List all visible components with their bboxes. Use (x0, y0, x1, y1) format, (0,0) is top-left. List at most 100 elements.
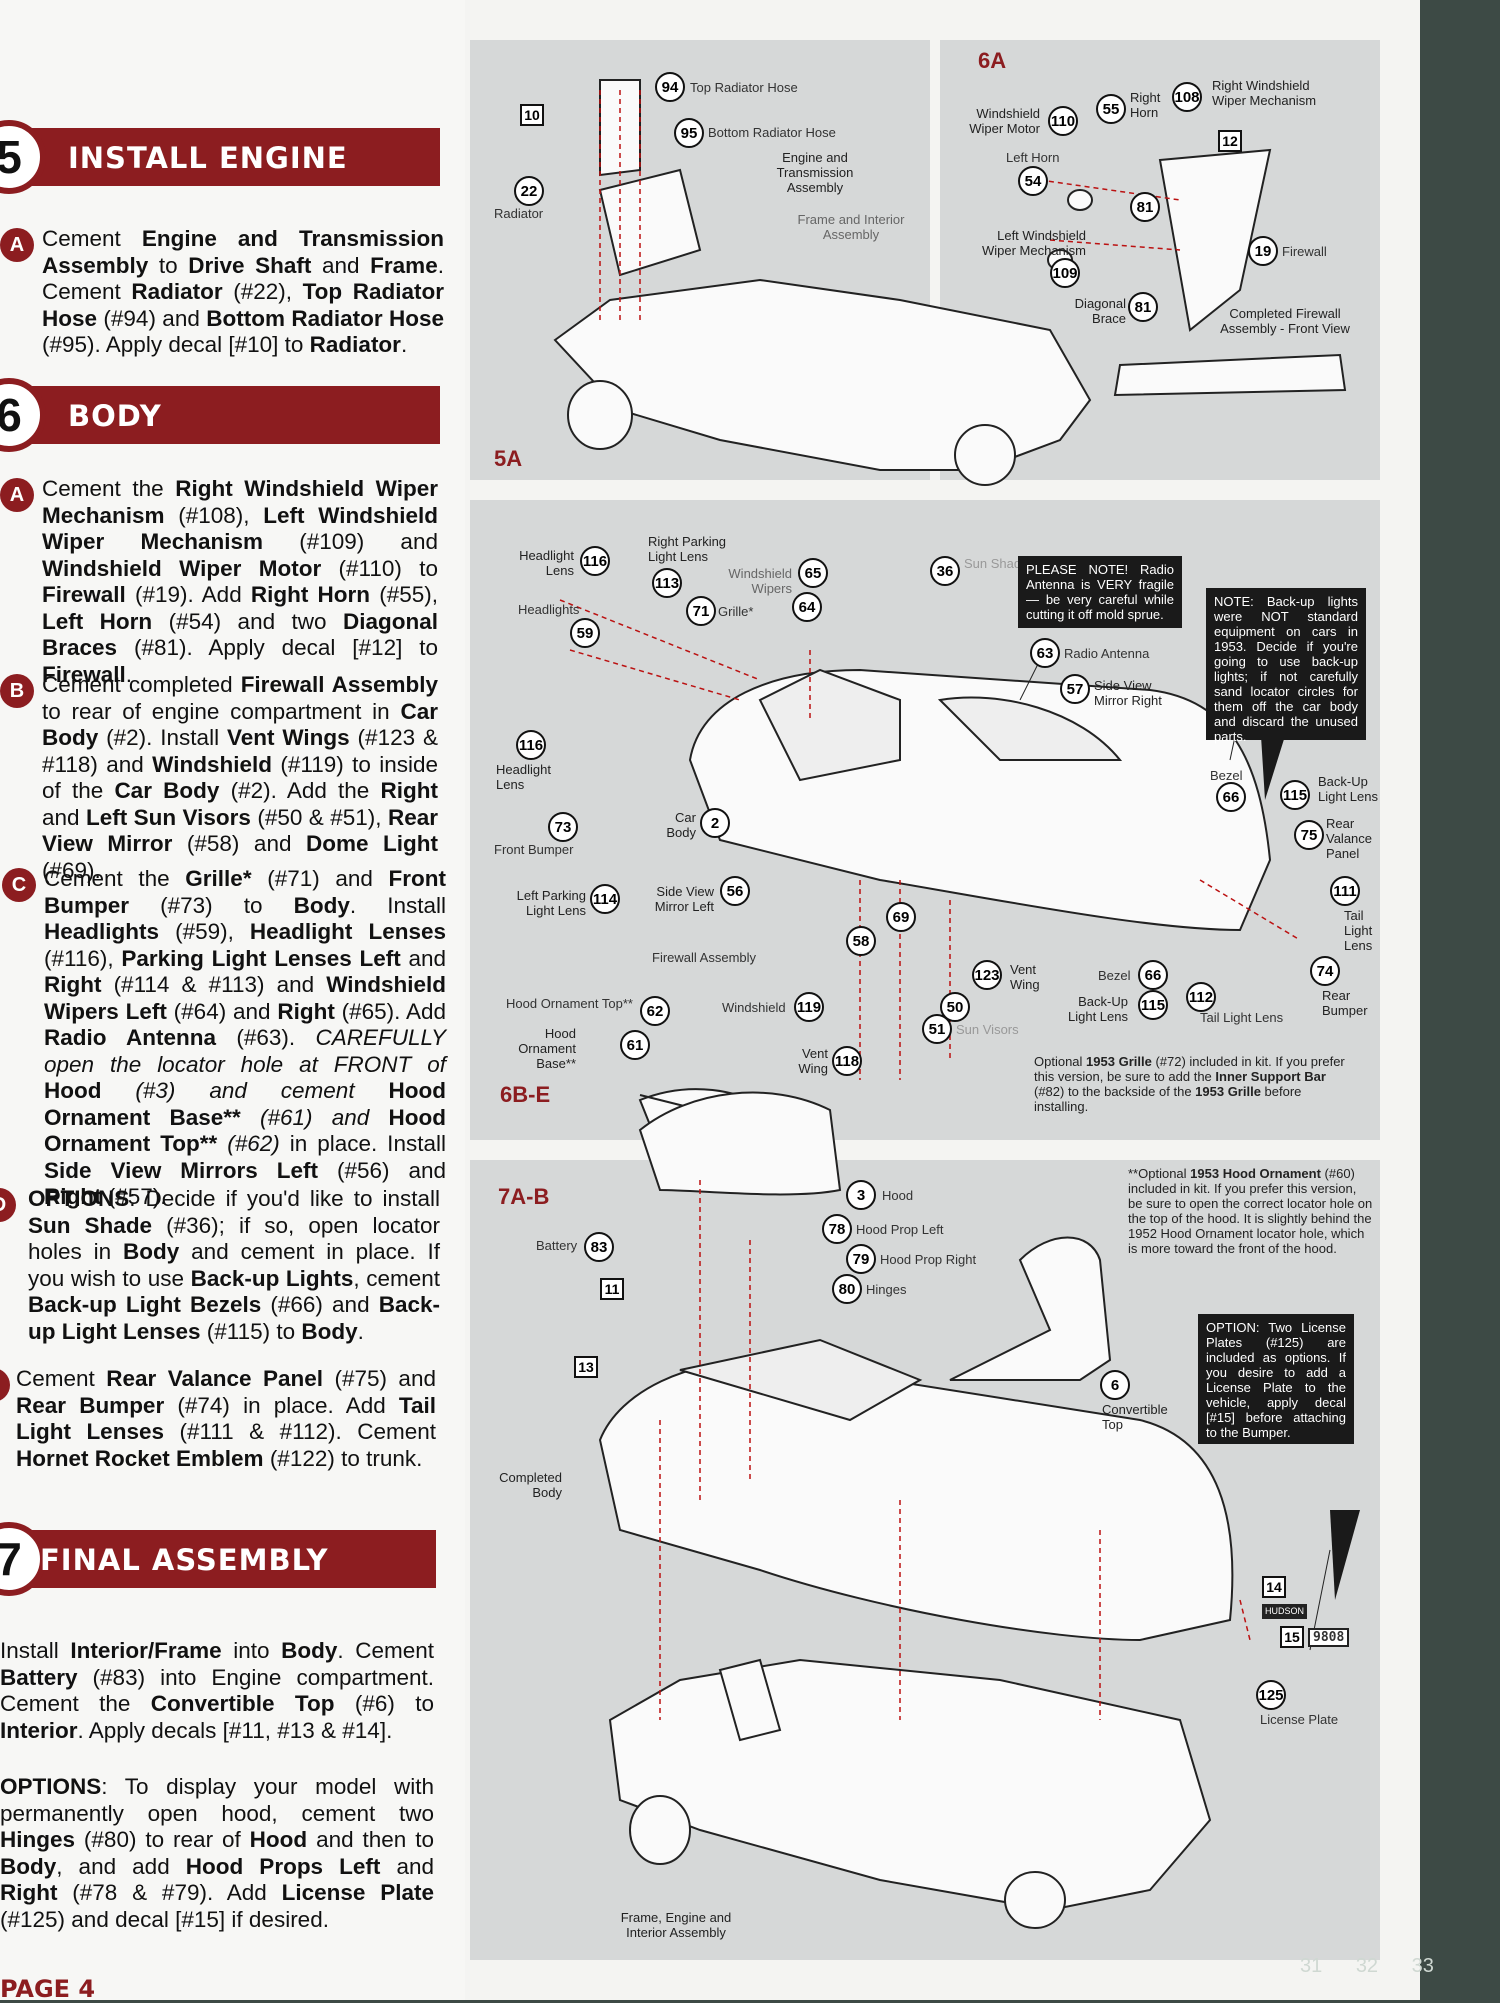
ruler-mark: 31 (1300, 1955, 1323, 1977)
step-text: Cement Engine and Transmission Assembly … (42, 226, 445, 357)
label-hood-prop-right: Hood Prop Right (880, 1252, 977, 1267)
ruler-mark: 33 (1411, 1955, 1434, 1977)
step-text: Cement the Right Windshield Wiper Mechan… (42, 476, 438, 687)
label-headlight-lens: Headlight Lens (519, 548, 574, 578)
decal-12: 12 (1218, 130, 1242, 152)
label-left-horn: Left Horn (1006, 150, 1060, 165)
step-text: OPTIONS: To display your model with perm… (0, 1774, 434, 1932)
label-right-parking-lens: Right Parking Light Lens (648, 534, 727, 564)
label-vent-wing-2: Vent Wing (798, 1046, 828, 1076)
part-125: 125 (1256, 1680, 1286, 1710)
section-7-header: 7 FINAL ASSEMBLY (0, 1522, 436, 1596)
label-headlight-lens-2: Headlight Lens (496, 762, 551, 792)
part-61: 61 (620, 1030, 650, 1060)
part-83: 83 (584, 1232, 614, 1262)
step-6b: B Cement completed Firewall Assembly to … (0, 672, 438, 884)
section-title: INSTALL ENGINE (68, 141, 348, 175)
part-64: 64 (792, 592, 822, 622)
part-108: 108 (1172, 82, 1202, 112)
step-text: Cement Rear Valance Panel (#75) and Rear… (16, 1366, 436, 1471)
part-55: 55 (1096, 94, 1126, 124)
part-95: 95 (674, 118, 704, 148)
part-80: 80 (832, 1274, 862, 1304)
part-6: 6 (1100, 1370, 1130, 1400)
note-1953-grille: Optional 1953 Grille (#72) included in k… (1034, 1054, 1345, 1114)
label-left-ws-wiper-mech: Left Windshield Wiper Mechanism (981, 228, 1086, 258)
ruler-mark: 32 (1355, 1955, 1379, 1977)
part-36: 36 (930, 556, 960, 586)
part-119: 119 (794, 992, 824, 1022)
label-windshield-wipers: Windshield Wipers (728, 566, 792, 596)
label-bottom-radiator-hose: Bottom Radiator Hose (708, 125, 836, 140)
label-side-view-left: Side View Mirror Left (654, 884, 714, 914)
part-51: 51 (922, 1014, 952, 1044)
step-7b: OPTIONS: To display your model with perm… (0, 1774, 434, 1933)
part-66-top: 66 (1216, 782, 1246, 812)
part-113: 113 (652, 568, 682, 598)
license-plate-decal: 9808 (1308, 1628, 1350, 1647)
panel-tag-6a: 6A (978, 48, 1007, 73)
label-battery: Battery (536, 1238, 578, 1253)
label-hood: Hood (882, 1188, 914, 1203)
label-right-ws-wiper-mech: Right Windshield Wiper Mechanism (1212, 78, 1317, 108)
label-hood-ornament-top: Hood Ornament Top** (506, 996, 633, 1011)
part-59: 59 (570, 618, 600, 648)
part-58: 58 (846, 926, 876, 956)
label-completed-body: Completed Body (499, 1470, 562, 1500)
label-radiator: Radiator (494, 206, 544, 221)
step-badge: D (0, 1188, 16, 1222)
label-windshield: Windshield (722, 1000, 786, 1015)
assembly-line-art (553, 79, 1360, 1929)
step-7a: Install Interior/Frame into Body. Cement… (0, 1638, 434, 1744)
part-75: 75 (1294, 820, 1324, 850)
part-114: 114 (590, 884, 620, 914)
label-tail-light-lens-2: Tail Light Lens (1200, 1010, 1284, 1025)
part-62: 62 (640, 996, 670, 1026)
note-1953-hood-ornament: **Optional 1953 Hood Ornament (#60) incl… (1128, 1166, 1373, 1256)
cutting-mat-ruler: 31 32 33 (1300, 1955, 1462, 1978)
step-5a: A Cement Engine and Transmission Assembl… (0, 226, 445, 359)
label-sun-shade: Sun Shade (964, 556, 1029, 571)
label-hinges: Hinges (866, 1282, 907, 1297)
note-backup: NOTE: Back-up lights were NOT standard e… (1206, 588, 1366, 744)
step-text: Cement the Grille* (#71) and Front Bumpe… (44, 866, 447, 1209)
label-bezel-2: Bezel (1098, 968, 1131, 983)
section-title: BODY (68, 399, 162, 433)
section-6-header: 6 BODY (0, 378, 440, 452)
step-badge: A (0, 478, 34, 512)
label-hudson-decal: HUDSON (1262, 1604, 1308, 1619)
part-112: 112 (1186, 982, 1216, 1012)
decal-13: 13 (574, 1356, 598, 1378)
part-66-bottom: 66 (1138, 960, 1168, 990)
part-73: 73 (548, 812, 578, 842)
step-badge: C (2, 868, 36, 902)
panel-tag-6b-e: 6B-E (500, 1082, 551, 1107)
step-badge: B (0, 674, 34, 708)
panel-tag-7a-b: 7A-B (498, 1184, 550, 1209)
part-116-bottom: 116 (516, 730, 546, 760)
step-6c: C Cement the Grille* (#71) and Front Bum… (2, 866, 447, 1211)
label-firewall-assembly: Firewall Assembly (652, 950, 757, 965)
label-top-radiator-hose: Top Radiator Hose (690, 80, 798, 95)
part-81-bottom: 81 (1128, 292, 1158, 322)
label-vent-wing: Vent Wing (1010, 962, 1040, 992)
part-54: 54 (1018, 166, 1048, 196)
part-19: 19 (1248, 236, 1278, 266)
part-110: 110 (1048, 106, 1078, 136)
step-text: Install Interior/Frame into Body. Cement… (0, 1638, 434, 1743)
label-firewall: Firewall (1282, 244, 1327, 259)
step-badge: A (0, 228, 34, 262)
label-tail-light-lens: Tail Light Lens (1344, 908, 1373, 953)
instruction-sheet: 5 INSTALL ENGINE A Cement Engine and Tra… (0, 0, 1420, 2003)
label-grille: Grille* (718, 604, 754, 619)
label-convertible-top: Convertible Top (1102, 1402, 1168, 1432)
decal-14: 14 (1262, 1576, 1286, 1598)
label-car-body: Car Body (666, 810, 696, 840)
label-frame-interior: Frame and Interior Assembly (797, 212, 905, 242)
part-3: 3 (846, 1180, 876, 1210)
part-57: 57 (1060, 674, 1090, 704)
step-text: OPTIONS: Decide if you'd like to install… (28, 1186, 441, 1344)
label-front-bumper: Front Bumper (494, 842, 574, 857)
part-118: 118 (832, 1046, 862, 1076)
label-license-plate: License Plate (1260, 1712, 1339, 1727)
